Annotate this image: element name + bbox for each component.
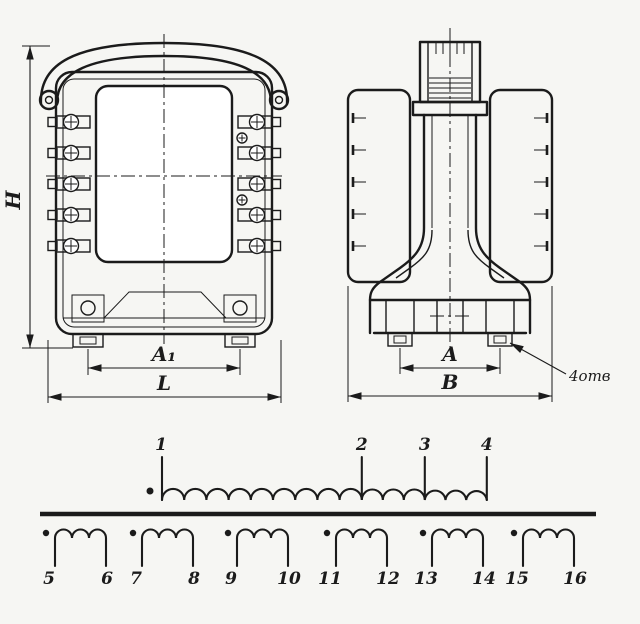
coil-body-side (368, 113, 532, 302)
terminal-label-7: 7 (130, 569, 142, 589)
polarity-dot (323, 529, 331, 537)
secondary-winding: 5 6 (42, 528, 113, 589)
terminal-label-4: 4 (481, 435, 493, 455)
polarity-dot (419, 529, 427, 537)
mounting-holes-callout: 4отв (509, 342, 611, 385)
dimension-height: H (1, 45, 73, 349)
terminal-label-13: 13 (414, 569, 438, 589)
terminal-screws-left (47, 113, 91, 255)
dim-label-height: H (1, 189, 25, 210)
winding-schematic: 1 2 3 4 5 6 7 8 9 10 11 (40, 435, 596, 589)
terminal-label-2: 2 (355, 435, 368, 455)
terminal-label-11: 11 (318, 569, 342, 589)
polarity-dot (146, 487, 154, 495)
side-view-drawing: A B 4отв (346, 28, 611, 402)
mounting-base-side (368, 298, 532, 347)
terminal-label-14: 14 (472, 569, 496, 589)
secondary-winding: 15 16 (505, 528, 587, 589)
terminal-label-10: 10 (277, 569, 301, 589)
terminal-label-9: 9 (225, 569, 237, 589)
side-plates (346, 88, 554, 284)
dimension-feet-spacing-side: A (399, 342, 501, 374)
dim-label-feet-spacing-front: A₁ (150, 342, 176, 366)
dim-label-feet-spacing-side: A (440, 342, 458, 366)
polarity-dot (224, 529, 232, 537)
terminal-label-15: 15 (505, 569, 529, 589)
secondary-winding: 13 14 (414, 528, 496, 589)
dim-label-overall-width-front: L (156, 371, 171, 395)
terminal-label-3: 3 (419, 435, 431, 455)
terminal-label-12: 12 (376, 569, 400, 589)
dimension-overall-width-side: B (347, 286, 553, 402)
secondary-winding: 7 8 (129, 528, 200, 589)
secondary-winding: 9 10 (224, 528, 301, 589)
secondary-winding: 11 12 (318, 528, 400, 589)
terminal-label-8: 8 (187, 569, 200, 589)
terminal-label-16: 16 (563, 569, 587, 589)
primary-winding: 1 2 3 4 (146, 435, 493, 502)
polarity-dot (42, 529, 50, 537)
dimension-feet-spacing-front: A₁ (87, 342, 241, 375)
terminal-screws-right (236, 113, 282, 255)
dimension-overall-width-front: L (47, 340, 282, 403)
mounting-holes-label: 4отв (568, 367, 611, 385)
polarity-dot (129, 529, 137, 537)
terminal-label-6: 6 (101, 569, 113, 589)
polarity-dot (510, 529, 518, 537)
dim-label-overall-width-side: B (441, 370, 459, 394)
front-view-drawing: H A₁ L (1, 34, 290, 403)
terminal-label-1: 1 (155, 435, 167, 455)
terminal-label-5: 5 (43, 569, 55, 589)
